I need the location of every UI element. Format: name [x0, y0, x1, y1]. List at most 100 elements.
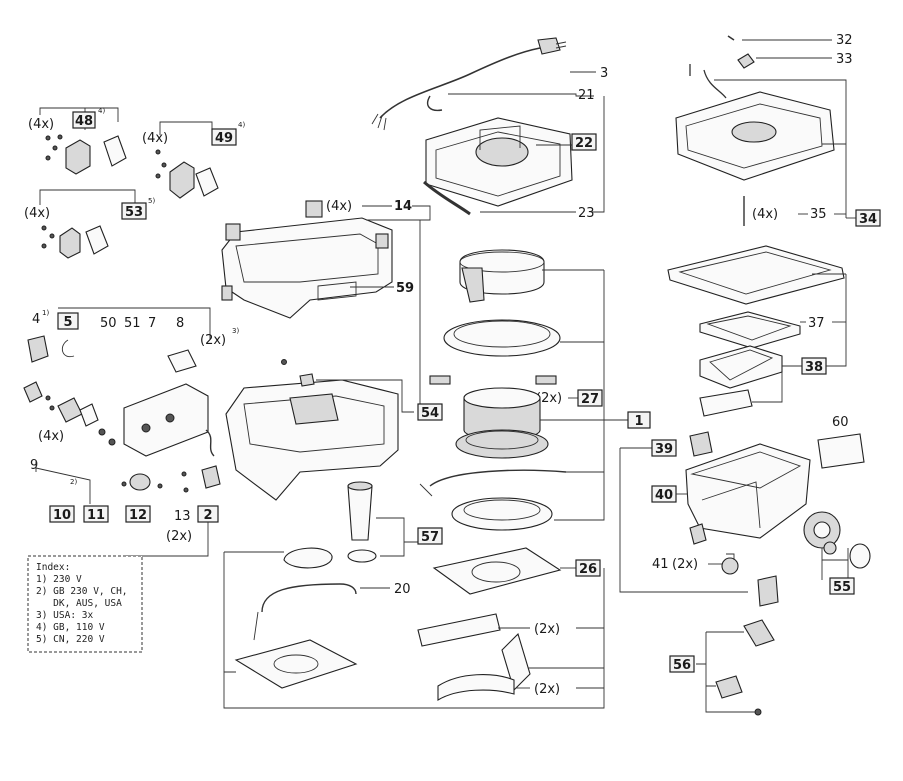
- switch-48-parts: [45, 134, 127, 175]
- svg-text:1): 1): [42, 309, 49, 317]
- part-37-filter: 37: [699, 311, 846, 349]
- index-line-6: 5) CN, 220 V: [36, 634, 105, 645]
- label-13: 13: [174, 509, 191, 524]
- label-4: 4: [32, 312, 40, 327]
- svg-text:5): 5): [148, 197, 155, 205]
- svg-text:3): 3): [232, 327, 239, 335]
- part-32-screw: 32: [727, 33, 853, 48]
- part-54-lower-housing: 54: [225, 359, 443, 501]
- part-49-switch-set: 49 4) (4x): [142, 121, 245, 199]
- label-41: 41: [652, 557, 669, 572]
- label-box-39: [651, 439, 677, 457]
- label-box-48: [72, 111, 96, 129]
- qty-13: (2x): [166, 529, 192, 544]
- label-21: 21: [578, 88, 595, 103]
- qty-27: (2x): [536, 391, 562, 406]
- control-labels-row: 4 1) 5 50 51 7 8 (2x) 3): [32, 307, 239, 348]
- qty-2-upper: (2x): [200, 333, 226, 348]
- index-line-2: 2) GB 230 V, CH,: [36, 586, 128, 597]
- label-box-10: [49, 505, 75, 523]
- part-33-clip: 33: [737, 52, 853, 69]
- label-box-55: [829, 577, 855, 595]
- control-parts: [23, 335, 221, 493]
- label-23: 23: [578, 206, 595, 221]
- index-title: Index:: [36, 562, 70, 573]
- part-41-casters: 41 (2x): [652, 553, 739, 575]
- part-27-motor-top-ring: [459, 249, 604, 303]
- index-line-3: DK, AUS, USA: [36, 598, 122, 609]
- label-box-22: [571, 133, 597, 151]
- label-8: 8: [176, 316, 184, 331]
- label-11: 11: [87, 508, 105, 523]
- qty-26a: (2x): [534, 622, 560, 637]
- qty-35: (4x): [752, 207, 778, 222]
- label-33: 33: [836, 52, 853, 67]
- index-line-1: 1) 230 V: [36, 574, 82, 585]
- label-2: 2: [203, 508, 212, 523]
- part-22-chassis: 22: [425, 117, 597, 207]
- part-1-motor: 1: [455, 387, 651, 459]
- index-line-5: 4) GB, 110 V: [36, 622, 105, 633]
- qty-10: (4x): [38, 429, 64, 444]
- index-line-4: 3) USA: 3x: [36, 610, 93, 621]
- switch-53-parts: [41, 225, 109, 259]
- part-40-container: 40: [651, 443, 811, 545]
- label-57: 57: [421, 530, 439, 545]
- part-48-switch-set: 48 4) (4x): [28, 107, 127, 175]
- part-21-cable: 21: [426, 88, 595, 112]
- qty-26b: (2x): [534, 682, 560, 697]
- label-35: 35: [810, 207, 827, 222]
- label-38: 38: [805, 360, 823, 375]
- label-60: 60: [832, 415, 849, 430]
- label-48: 48: [75, 114, 93, 129]
- part-27-gasket-ring: [443, 319, 604, 357]
- label-50: 50: [100, 316, 117, 331]
- qty-48: (4x): [28, 117, 54, 132]
- svg-text:4): 4): [238, 121, 245, 129]
- label-3: 3: [600, 66, 608, 81]
- label-40: 40: [655, 488, 673, 503]
- part-23-seal-strip: 23: [423, 96, 605, 221]
- qty-49: (4x): [142, 131, 168, 146]
- part-3-power-cord: 3: [371, 37, 608, 131]
- part-20-hose-seal: 20: [253, 547, 411, 641]
- label-7: 7: [148, 316, 156, 331]
- label-box-49: [211, 128, 237, 146]
- part-59-upper-housing: 59: [221, 217, 414, 319]
- part-26-bottom-plates: 26 (2x) (2x): [223, 547, 605, 709]
- label-14: 14: [394, 199, 412, 214]
- label-box-56: [669, 655, 695, 673]
- qty-53: (4x): [24, 206, 50, 221]
- label-53: 53: [125, 205, 143, 220]
- label-box-26: [575, 559, 601, 577]
- label-32: 32: [836, 33, 853, 48]
- label-55: 55: [833, 580, 851, 595]
- label-56: 56: [673, 658, 691, 673]
- label-box-57: [417, 527, 443, 545]
- label-box-12: [125, 505, 151, 523]
- label-26: 26: [579, 562, 597, 577]
- label-22: 22: [575, 136, 593, 151]
- label-51: 51: [124, 316, 141, 331]
- label-12: 12: [129, 508, 147, 523]
- part-gasket-frame: [667, 245, 846, 305]
- switch-49-parts: [155, 149, 219, 199]
- label-5: 5: [63, 315, 72, 330]
- label-39: 39: [655, 442, 673, 457]
- label-box-5: [57, 312, 79, 330]
- control-labels-bottom: (4x) 9 2) 10 11 12 13 2 (2x): [30, 429, 219, 557]
- label-box-27: [577, 389, 603, 407]
- part-34-head-top: [675, 64, 847, 218]
- label-box-53: [121, 202, 147, 220]
- label-20: 20: [394, 582, 411, 597]
- part-55-wheel: 55: [803, 511, 871, 595]
- part-38-filter-frame: 38: [699, 274, 847, 417]
- label-54: 54: [421, 406, 439, 421]
- part-56-latch-set: 56: [669, 619, 775, 716]
- part-motor-cable: [419, 469, 604, 497]
- part-60-label: 60: [817, 415, 865, 469]
- label-34: 34: [859, 212, 877, 227]
- svg-text:4): 4): [98, 107, 105, 115]
- label-27: 27: [581, 392, 599, 407]
